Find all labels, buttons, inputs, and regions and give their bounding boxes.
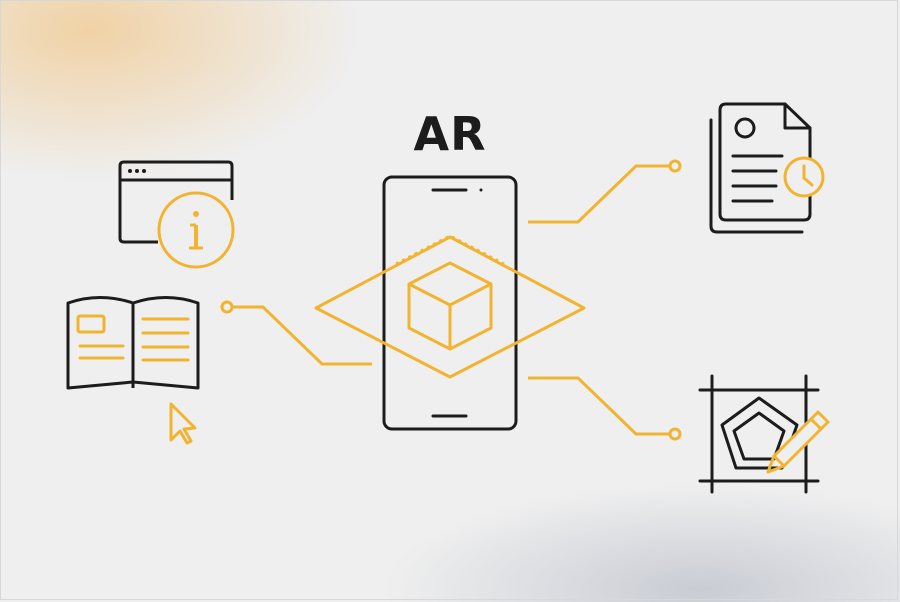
connector-top-right bbox=[528, 159, 682, 224]
open-book-icon bbox=[66, 296, 200, 390]
smartphone-icon bbox=[382, 175, 518, 431]
connector-bottom-right bbox=[528, 376, 682, 441]
connector-left bbox=[220, 300, 372, 366]
ar-title: AR bbox=[413, 107, 487, 161]
browser-info-icon bbox=[118, 160, 235, 269]
document-clock-icon bbox=[709, 102, 825, 234]
cursor-arrow-icon bbox=[169, 402, 197, 445]
ar-cube-icon bbox=[314, 234, 586, 379]
blueprint-edit-icon bbox=[698, 374, 830, 494]
